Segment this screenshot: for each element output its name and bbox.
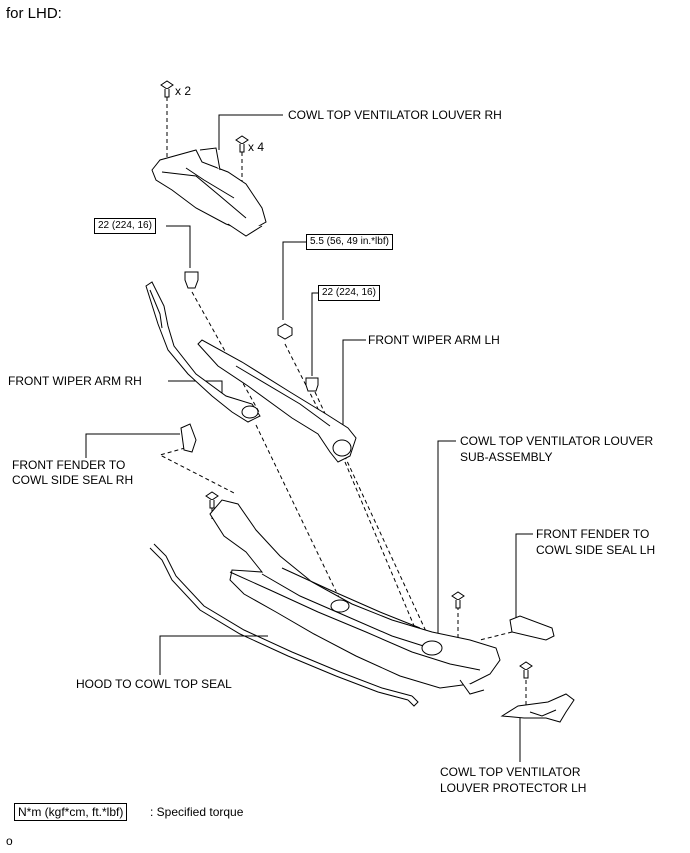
- hood-seal-part: [149, 543, 419, 707]
- clip-center-icon: [451, 591, 465, 609]
- label-wiper-arm-rh: FRONT WIPER ARM RH: [8, 374, 142, 388]
- torque-box-1: 22 (224, 16): [94, 218, 156, 234]
- dash-nut-rh: [191, 291, 260, 413]
- leader-hood-seal: [159, 635, 268, 675]
- figure-code: o: [6, 834, 13, 848]
- louver-sub-assembly-part: [209, 499, 501, 695]
- fender-seal-rh-part: [180, 423, 197, 453]
- dash-fender-lh: [479, 631, 513, 641]
- cap-icon: [277, 323, 293, 340]
- qty-clips-label: x 4: [248, 140, 265, 154]
- clip-icon: [235, 135, 249, 153]
- label-fender-seal-rh-line1: FRONT FENDER TO: [12, 458, 126, 472]
- label-fender-seal-lh-line1: FRONT FENDER TO: [536, 527, 650, 541]
- label-protector-lh-line2: LOUVER PROTECTOR LH: [440, 781, 587, 795]
- legend-torque-text: : Specified torque: [150, 805, 244, 819]
- leader-wiper-rh: [168, 380, 223, 396]
- dash-arm-rh-to-cowl: [255, 424, 346, 611]
- clip-lh-icon: [519, 661, 533, 679]
- qty-bolts-label: x 2: [175, 84, 192, 98]
- leader-torque-3: [311, 292, 318, 376]
- label-louver-sub-line2: SUB-ASSEMBLY: [460, 450, 553, 464]
- leader-wiper-lh: [342, 339, 366, 428]
- bolt-icon: [160, 80, 174, 98]
- wiper-arm-lh-part: [197, 339, 357, 463]
- cowl-louver-rh-part: [151, 147, 267, 237]
- label-fender-seal-lh-line2: COWL SIDE SEAL LH: [536, 543, 656, 557]
- fender-seal-lh-part: [509, 615, 555, 641]
- louver-protector-lh-part: [500, 693, 575, 723]
- label-wiper-arm-lh: FRONT WIPER ARM LH: [368, 333, 500, 347]
- leader-fender-lh: [515, 533, 533, 620]
- label-protector-lh-line1: COWL TOP VENTILATOR: [440, 765, 581, 779]
- dash-fender-rh: [158, 447, 237, 495]
- label-hood-seal: HOOD TO COWL TOP SEAL: [76, 677, 232, 691]
- nut-rh-icon: [184, 271, 199, 289]
- torque-box-2: 5.5 (56, 49 in.*lbf): [306, 234, 393, 250]
- label-fender-seal-rh-line2: COWL SIDE SEAL RH: [12, 473, 134, 487]
- label-louver-sub-line1: COWL TOP VENTILATOR LOUVER: [460, 434, 654, 448]
- leader-louver-rh: [218, 114, 283, 150]
- torque-box-3: 22 (224, 16): [318, 285, 380, 301]
- leader-torque-2: [282, 241, 306, 320]
- page-title: for LHD:: [6, 5, 62, 22]
- clip-rh-icon: [205, 491, 219, 509]
- leader-fender-rh: [85, 433, 180, 458]
- leader-louver-sub: [437, 440, 456, 642]
- legend-torque-unit: N*m (kgf*cm, ft.*lbf): [14, 803, 128, 821]
- leader-torque-1: [166, 225, 191, 268]
- nut-lh-icon: [305, 377, 319, 392]
- wiper-arm-rh-part: [145, 281, 261, 423]
- label-cowl-louver-rh: COWL TOP VENTILATOR LOUVER RH: [288, 108, 502, 122]
